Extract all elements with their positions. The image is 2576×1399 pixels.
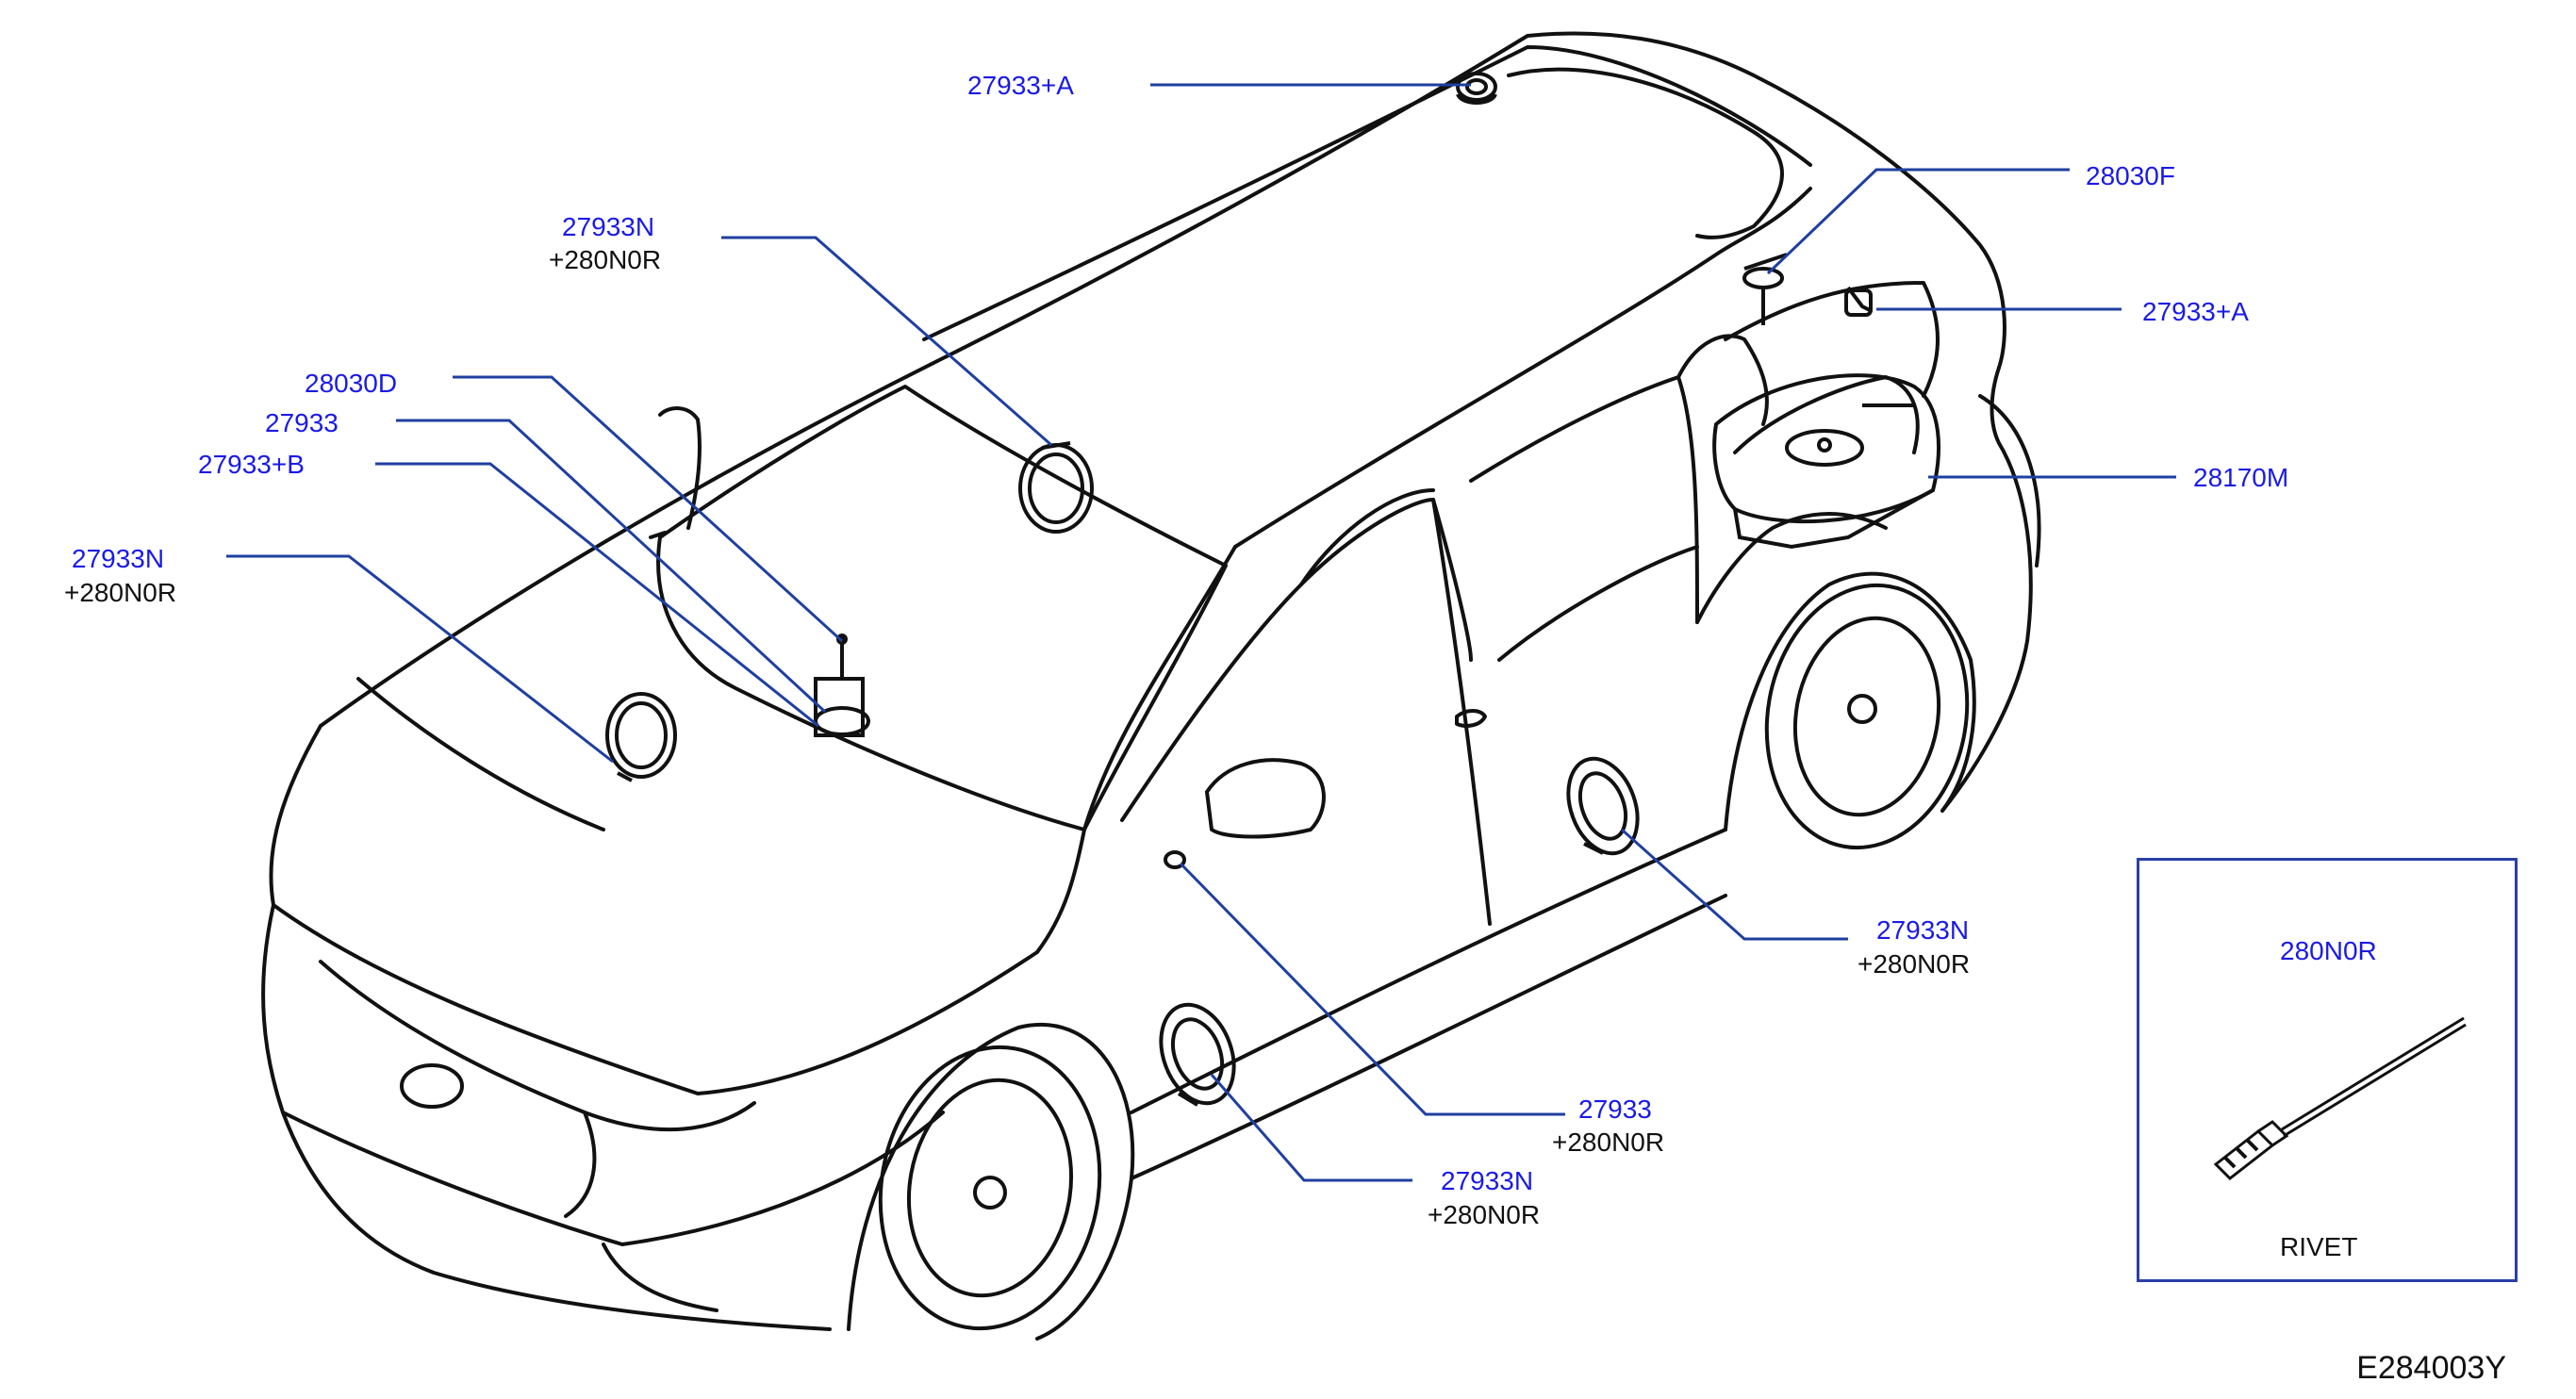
label-front-door-speaker-rivet: +280N0R: [1428, 1200, 1541, 1229]
label-roof-speaker-rivet: +280N0R: [549, 245, 662, 274]
roof-antenna-base-icon: [1456, 72, 1497, 105]
windshield-mic-icon: [814, 634, 870, 737]
components: [605, 72, 2467, 1180]
label-hood-speaker-rivet: +280N0R: [64, 578, 177, 607]
label-rear-door-speaker-rivet: +280N0R: [1858, 949, 1971, 979]
diagram-id: E284003Y: [2356, 1350, 2506, 1386]
rear-antenna-icon: [1742, 253, 1873, 325]
rear-door-speaker-icon: [1566, 756, 1640, 856]
subwoofer-icon: [1712, 373, 1940, 550]
label-pillar-tweeter: 27933: [1578, 1095, 1652, 1124]
roof-speaker-icon: [1018, 441, 1094, 534]
label-rear-antenna-base: 27933+A: [2142, 297, 2249, 326]
label-windshield-mic-c: 27933+B: [198, 450, 305, 479]
label-roof-speaker: 27933N: [562, 212, 655, 241]
rivet-panel-caption: RIVET: [2280, 1232, 2358, 1261]
front-door-speaker-icon: [1159, 1002, 1236, 1107]
label-front-door-speaker: 27933N: [1441, 1166, 1534, 1195]
label-hood-speaker: 27933N: [72, 544, 165, 573]
rivet-panel-part: 280N0R: [2280, 936, 2377, 965]
rivet-icon: [2213, 1016, 2467, 1180]
diagram-id-text: E284003Y: [2356, 1350, 2506, 1386]
car-body-outline: [261, 31, 2041, 1341]
label-pillar-tweeter-rivet: +280N0R: [1552, 1127, 1665, 1157]
pillar-tweeter-icon: [1164, 850, 1186, 869]
label-rear-door-speaker: 27933N: [1876, 915, 1970, 945]
leader-lines: [226, 83, 2176, 1182]
label-rear-antenna-feed: 28030F: [2086, 161, 2175, 190]
label-windshield-mic-a: 28030D: [305, 369, 398, 398]
label-windshield-mic-b: 27933: [265, 408, 339, 437]
label-subwoofer: 28170M: [2193, 463, 2289, 492]
label-top-antenna: 27933+A: [967, 71, 1074, 100]
hood-speaker-icon: [605, 692, 677, 782]
rivet-detail-panel: [2137, 858, 2518, 1282]
